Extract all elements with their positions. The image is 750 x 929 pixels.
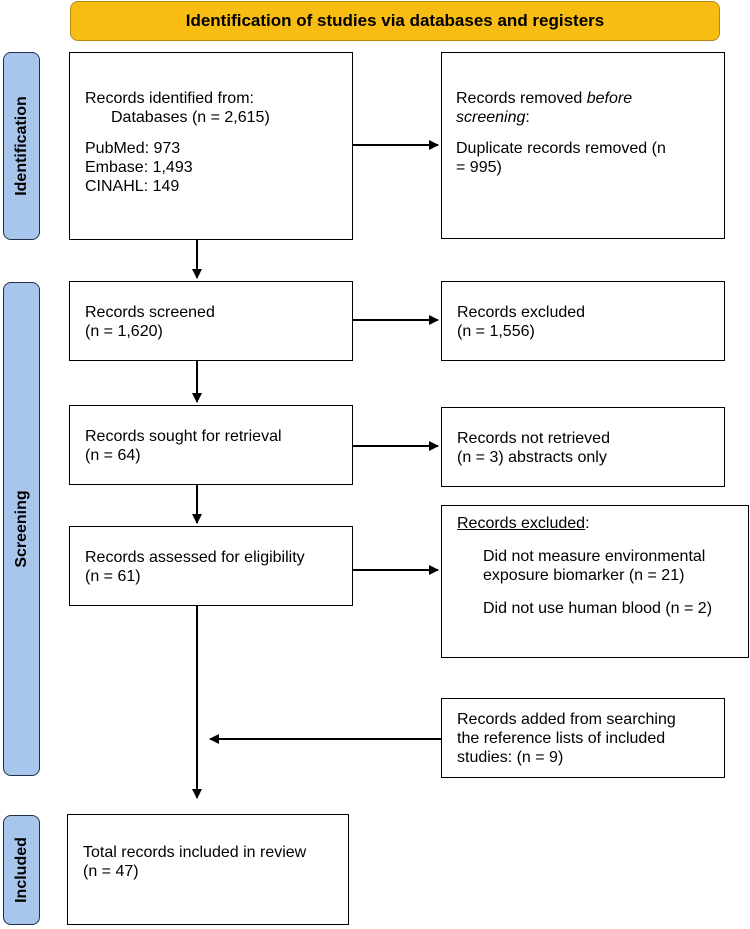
- removed-line3: Duplicate records removed (n: [456, 140, 666, 157]
- phase-included: Included: [3, 815, 40, 925]
- sought-line2: (n = 64): [85, 447, 141, 464]
- added-line3: studies: (n = 9): [457, 749, 564, 766]
- identified-source-cinahl: CINAHL: 149: [85, 178, 180, 195]
- included-line1: Total records included in review: [83, 844, 307, 861]
- box-records-removed: Records removed before screening: Duplic…: [441, 52, 725, 239]
- excluded2-reason2: Did not use human blood (n = 2): [483, 600, 713, 617]
- excluded2-reason1-line1: Did not measure environmental: [483, 548, 706, 565]
- excluded2-reason1-line2: exposure biomarker (n = 21): [483, 567, 685, 584]
- box-records-screened: Records screened (n = 1,620): [69, 281, 353, 361]
- not-retrieved-line2: (n = 3) abstracts only: [457, 449, 607, 466]
- diagram-header: Identification of studies via databases …: [70, 1, 720, 41]
- removed-line1: Records removed before: [456, 90, 633, 107]
- identified-line2: Databases (n = 2,615): [111, 109, 270, 126]
- excluded1-line1: Records excluded: [457, 304, 586, 321]
- box-records-identified: Records identified from: Databases (n = …: [69, 52, 353, 240]
- added-line2: the reference lists of included: [457, 730, 666, 747]
- box-records-included: Total records included in review (n = 47…: [67, 814, 349, 925]
- assessed-line2: (n = 61): [85, 568, 141, 585]
- not-retrieved-line1: Records not retrieved: [457, 430, 610, 447]
- box-records-assessed: Records assessed for eligibility (n = 61…: [69, 526, 353, 606]
- box-records-added: Records added from searching the referen…: [441, 698, 725, 778]
- identified-source-embase: Embase: 1,493: [85, 159, 193, 176]
- phase-identification: Identification: [3, 52, 40, 240]
- removed-line2: screening:: [456, 109, 530, 126]
- assessed-line1: Records assessed for eligibility: [85, 549, 305, 566]
- box-records-not-retrieved: Records not retrieved (n = 3) abstracts …: [441, 407, 725, 487]
- added-line1: Records added from searching: [457, 711, 676, 728]
- header-title: Identification of studies via databases …: [185, 11, 605, 30]
- sought-line1: Records sought for retrieval: [85, 428, 282, 445]
- box-records-sought: Records sought for retrieval (n = 64): [69, 405, 353, 485]
- removed-line4: = 995): [456, 159, 502, 176]
- excluded2-title: Records excluded:: [457, 515, 590, 532]
- excluded1-line2: (n = 1,556): [457, 323, 535, 340]
- screened-line1: Records screened: [85, 304, 215, 321]
- included-line2: (n = 47): [83, 863, 139, 880]
- screened-line2: (n = 1,620): [85, 323, 163, 340]
- phase-screening: Screening: [3, 282, 40, 776]
- box-records-excluded-eligibility: Records excluded: Did not measure enviro…: [441, 505, 749, 658]
- identified-source-pubmed: PubMed: 973: [85, 140, 181, 157]
- identified-line1: Records identified from:: [85, 90, 254, 107]
- box-records-excluded-screening: Records excluded (n = 1,556): [441, 281, 725, 361]
